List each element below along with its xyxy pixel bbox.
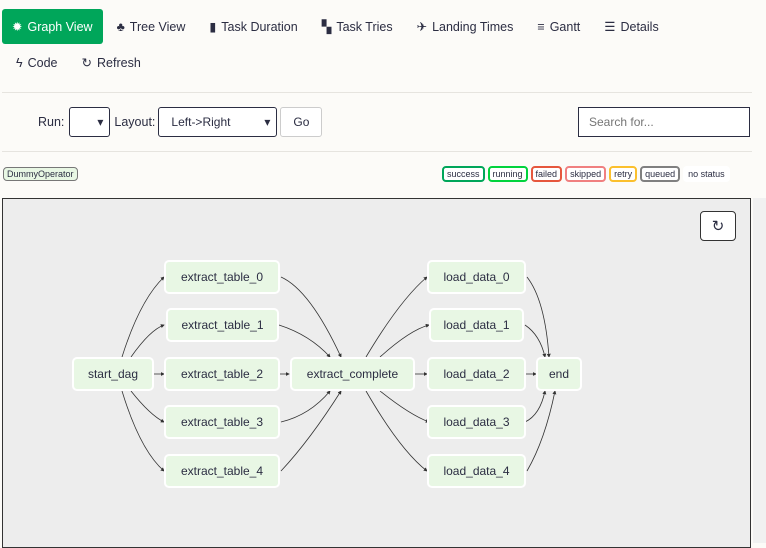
- run-select[interactable]: ▾: [69, 107, 111, 137]
- legend-no-status: no status: [683, 166, 730, 182]
- node-load-data-0[interactable]: load_data_0: [427, 260, 526, 294]
- files-icon: ▚: [321, 20, 332, 34]
- edge: [365, 390, 428, 472]
- graph-icon: ✹: [12, 20, 23, 34]
- scrollbar[interactable]: [753, 198, 766, 543]
- tab-graph-view[interactable]: ✹ Graph View: [2, 9, 103, 44]
- view-tabs: ✹ Graph View ♣ Tree View ▮ Task Duration ▚ T…: [2, 9, 752, 44]
- edge: [121, 276, 165, 358]
- legend-retry: retry: [609, 166, 638, 182]
- node-load-data-1[interactable]: load_data_1: [429, 308, 524, 342]
- node-extract-table-0[interactable]: extract_table_0: [164, 260, 280, 294]
- node-start-dag[interactable]: start_dag: [72, 357, 154, 391]
- layout-label: Layout:: [114, 115, 156, 129]
- graph-edges: [121, 276, 557, 472]
- edge: [280, 390, 331, 423]
- node-extract-table-3[interactable]: extract_table_3: [164, 405, 280, 439]
- edge: [379, 323, 430, 358]
- node-extract-table-4[interactable]: extract_table_4: [164, 454, 280, 488]
- legend-failed: failed: [530, 166, 563, 182]
- run-label: Run:: [38, 115, 65, 129]
- legend-success: success: [442, 166, 485, 182]
- tab-label: Refresh: [97, 55, 141, 70]
- caret-down-icon: ▾: [97, 115, 104, 129]
- tab-label: Landing Times: [432, 19, 514, 34]
- legend-queued: queued: [640, 166, 681, 182]
- tab-gantt[interactable]: ≡ Gantt: [527, 9, 590, 44]
- node-extract-table-2[interactable]: extract_table_2: [164, 357, 280, 391]
- tab-label: Graph View: [27, 19, 93, 34]
- edge: [130, 324, 165, 358]
- tab-details[interactable]: ☰ Details: [594, 9, 668, 44]
- tab-refresh[interactable]: ↻ Refresh: [72, 45, 151, 80]
- node-end[interactable]: end: [536, 357, 582, 391]
- edge: [280, 276, 342, 358]
- tab-label: Tree View: [129, 19, 186, 34]
- refresh-icon: ↻: [81, 56, 92, 70]
- tab-label: Code: [27, 55, 58, 70]
- layout-value: Left->Right: [171, 115, 231, 129]
- legend-running: running: [487, 166, 528, 182]
- bolt-icon: ϟ: [16, 55, 23, 70]
- edge: [524, 390, 547, 423]
- edge: [526, 390, 557, 472]
- edge: [121, 390, 165, 472]
- edge: [379, 390, 430, 423]
- tab-tree-view[interactable]: ♣ Tree View: [107, 9, 196, 44]
- divider: [2, 92, 752, 93]
- legend-skipped: skipped: [565, 166, 607, 182]
- edge: [526, 276, 551, 358]
- operator-badge: DummyOperator: [3, 167, 78, 181]
- tab-label: Gantt: [549, 19, 581, 34]
- node-load-data-3[interactable]: load_data_3: [427, 405, 526, 439]
- plane-icon: ✈: [416, 20, 428, 34]
- refresh-icon: ↻: [711, 218, 725, 235]
- divider: [2, 151, 752, 152]
- node-load-data-4[interactable]: load_data_4: [427, 454, 526, 488]
- edge: [130, 390, 165, 423]
- tab-task-tries[interactable]: ▚ Task Tries: [312, 9, 403, 44]
- bar-chart-icon: ▮: [209, 20, 217, 34]
- dag-graph[interactable]: ↻ start_dag extract_table_0 extract_tabl…: [2, 198, 751, 548]
- edge: [278, 324, 331, 358]
- graph-refresh-button[interactable]: ↻: [700, 211, 736, 241]
- caret-down-icon: ▾: [264, 115, 271, 129]
- tab-label: Details: [620, 19, 659, 34]
- tab-task-duration[interactable]: ▮ Task Duration: [199, 9, 307, 44]
- list-icon: ☰: [604, 20, 616, 34]
- search-input[interactable]: [578, 107, 750, 137]
- tab-landing-times[interactable]: ✈ Landing Times: [407, 9, 524, 44]
- edge: [524, 324, 547, 358]
- tab-code[interactable]: ϟ Code: [6, 45, 68, 80]
- node-extract-table-1[interactable]: extract_table_1: [166, 308, 279, 342]
- node-extract-complete[interactable]: extract_complete: [290, 357, 415, 391]
- tree-icon: ♣: [116, 19, 125, 34]
- tab-label: Task Tries: [336, 19, 393, 34]
- edge: [365, 276, 428, 358]
- layout-select[interactable]: Left->Right ▾: [158, 107, 278, 137]
- tab-label: Task Duration: [221, 19, 298, 34]
- go-button[interactable]: Go: [280, 107, 323, 137]
- align-left-icon: ≡: [537, 19, 545, 34]
- node-load-data-2[interactable]: load_data_2: [427, 357, 526, 391]
- status-legend: success running failed skipped retry que…: [442, 166, 730, 182]
- edge: [280, 390, 342, 472]
